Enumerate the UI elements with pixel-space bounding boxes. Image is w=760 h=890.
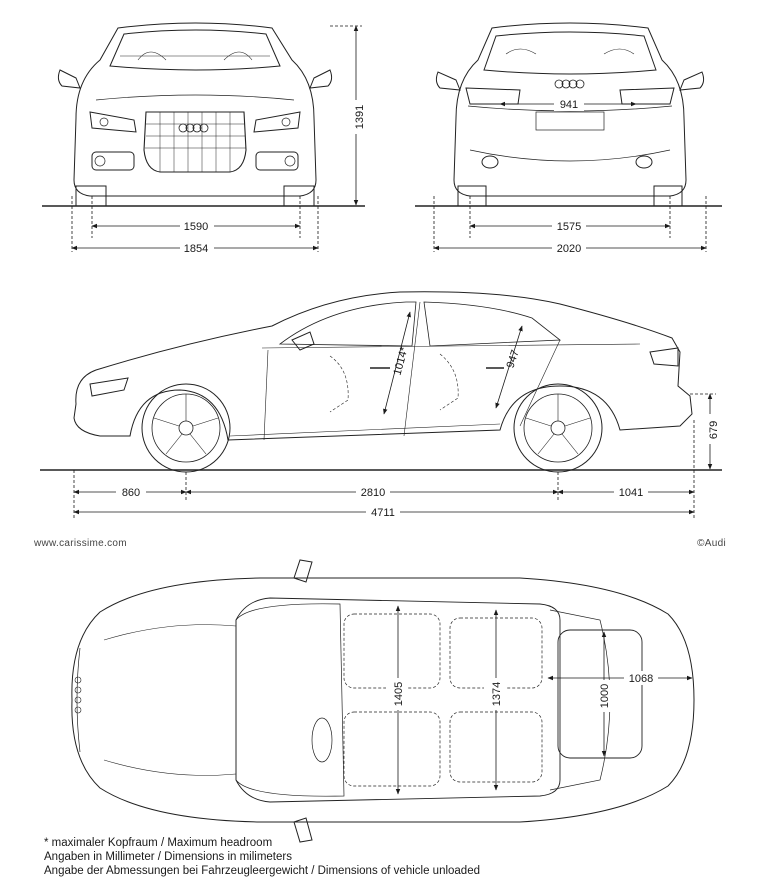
rear-overhang-label: 1041 (619, 487, 643, 499)
top-view-dimensions (395, 605, 693, 795)
side-view (40, 291, 722, 473)
front-view (42, 22, 365, 207)
rear-view (415, 22, 722, 207)
width-mirrors-label: 2020 (557, 243, 581, 255)
site-watermark: www.carissime.com (34, 538, 127, 549)
headroom-front-label: 1014* (392, 345, 411, 377)
wheelbase-label: 2810 (361, 487, 385, 499)
top-view (71, 559, 695, 843)
front-view-dimensions (71, 25, 362, 252)
footnote-line: Angaben in Millimeter / Dimensions in mi… (44, 851, 292, 863)
copyright-watermark: ©Audi (697, 538, 726, 549)
height-label: 1391 (354, 105, 366, 129)
front-track-label: 1590 (184, 221, 208, 233)
front-overhang-label: 860 (122, 487, 140, 499)
ground-clearance-label: 679 (708, 421, 720, 439)
rear-track-label: 1575 (557, 221, 581, 233)
length-label: 4711 (371, 507, 395, 519)
footnotes: * maximaler Kopfraum / Maximum headroom … (44, 836, 480, 878)
width-body-label: 1854 (184, 243, 208, 255)
footnote-line: * maximaler Kopfraum / Maximum headroom (44, 837, 273, 849)
shoulder-front-label: 1405 (393, 682, 405, 706)
footnote-line: Angabe der Abmessungen bei Fahrzeugleerg… (44, 865, 480, 877)
trunk-length-label: 1068 (629, 673, 653, 685)
headroom-rear-label: 947 (505, 348, 522, 369)
trunk-width-label: 1000 (599, 684, 611, 708)
rear-light-width-label: 941 (560, 99, 578, 111)
shoulder-rear-label: 1374 (491, 682, 503, 706)
